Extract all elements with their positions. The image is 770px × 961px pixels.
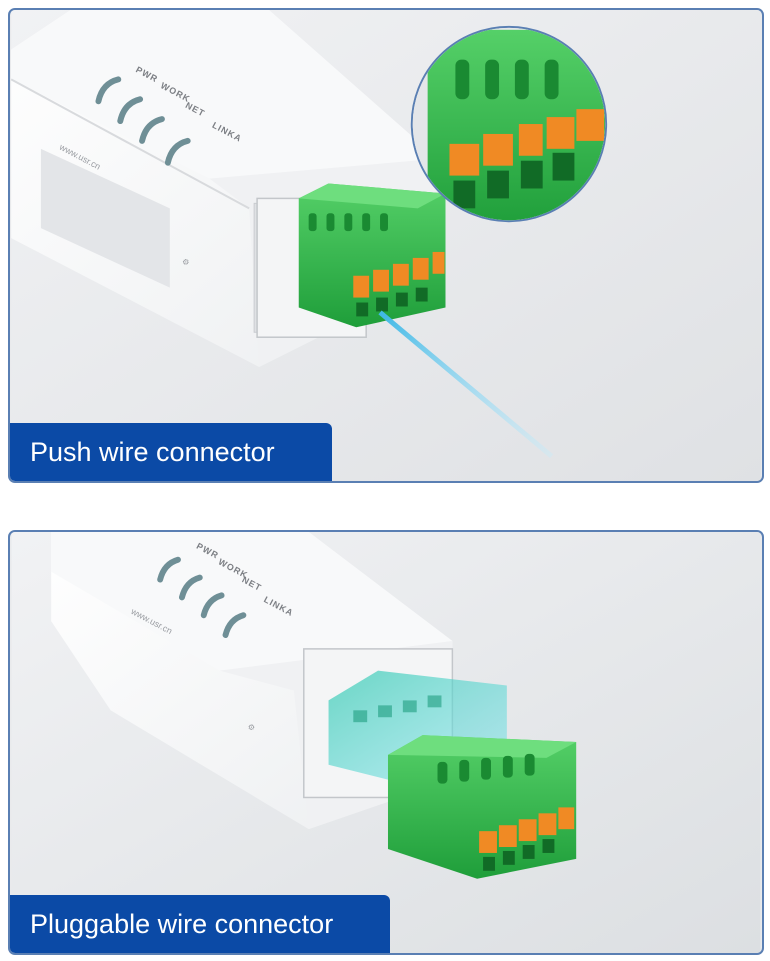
led-net-icon-2: [200, 592, 225, 619]
led-pwr-icon-2: [157, 556, 181, 583]
orange-levers: [353, 251, 445, 298]
push-wire-panel: PWR WORK NET LINKA www.usr.cn ⚙: [8, 8, 764, 483]
orange-levers-2: [479, 807, 575, 853]
pluggable-wire-panel: PWR WORK NET LINKA www.usr.cn ⚙: [8, 530, 764, 955]
led-work-icon: [117, 96, 144, 125]
caption-pluggable-wire: Pluggable wire connector: [10, 895, 390, 953]
blue-wire: [378, 310, 554, 459]
zoom-inset: [410, 25, 608, 223]
push-wire-terminal-block: [298, 183, 446, 328]
led-linka-icon-2: [222, 612, 247, 638]
led-linka-icon: [164, 137, 191, 166]
led-pwr-icon: [95, 76, 122, 105]
pluggable-terminal-block: [387, 735, 577, 879]
brand-mark-2: ⚙: [246, 722, 257, 732]
pluggable-wire-product-image: PWR WORK NET LINKA www.usr.cn ⚙: [11, 532, 761, 953]
push-wire-product-image: PWR WORK NET LINKA www.usr.cn ⚙: [10, 10, 761, 481]
caption-push-wire: Push wire connector: [10, 423, 332, 481]
led-work-icon-2: [178, 574, 203, 601]
brand-mark: ⚙: [180, 257, 191, 267]
led-net-icon: [139, 116, 165, 144]
